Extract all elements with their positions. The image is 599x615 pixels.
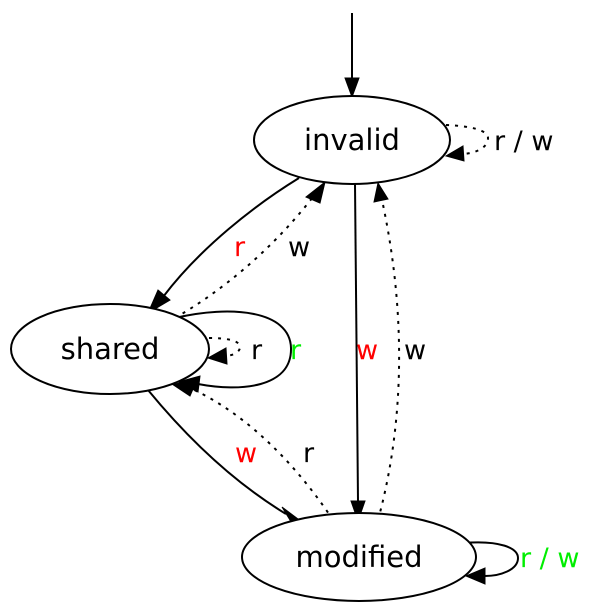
label-shared-to-modified: w [235,438,257,469]
label-shared-self-solid: r [290,335,302,366]
node-invalid-label: invalid [304,123,400,157]
node-modified: modified [241,512,477,602]
label-shared-to-invalid: w [288,232,310,263]
edge-invalid-self-dotted [444,124,490,162]
label-modified-self-solid: r / w [520,543,579,574]
edge-invalid-to-shared [146,177,300,315]
node-invalid: invalid [253,95,451,185]
edge-shared-to-modified [147,389,303,523]
label-modified-to-shared: r [303,438,315,469]
edge-invalid-to-modified [350,183,366,523]
edge-modified-to-shared [170,381,334,521]
edge-shared-self-dotted [206,337,242,365]
node-shared: shared [10,303,210,395]
label-shared-self-dotted: r [251,335,263,366]
node-shared-label: shared [61,332,160,366]
label-invalid-self-dotted: r / w [494,126,553,157]
start-edge [344,13,360,99]
label-invalid-to-shared: r [234,232,246,263]
label-modified-to-invalid: w [404,335,426,366]
edge-modified-to-invalid [373,181,401,521]
node-modified-label: modified [296,540,423,574]
edge-shared-to-invalid [174,180,326,319]
edge-modified-self-solid [462,541,520,585]
label-invalid-to-modified: w [356,335,378,366]
